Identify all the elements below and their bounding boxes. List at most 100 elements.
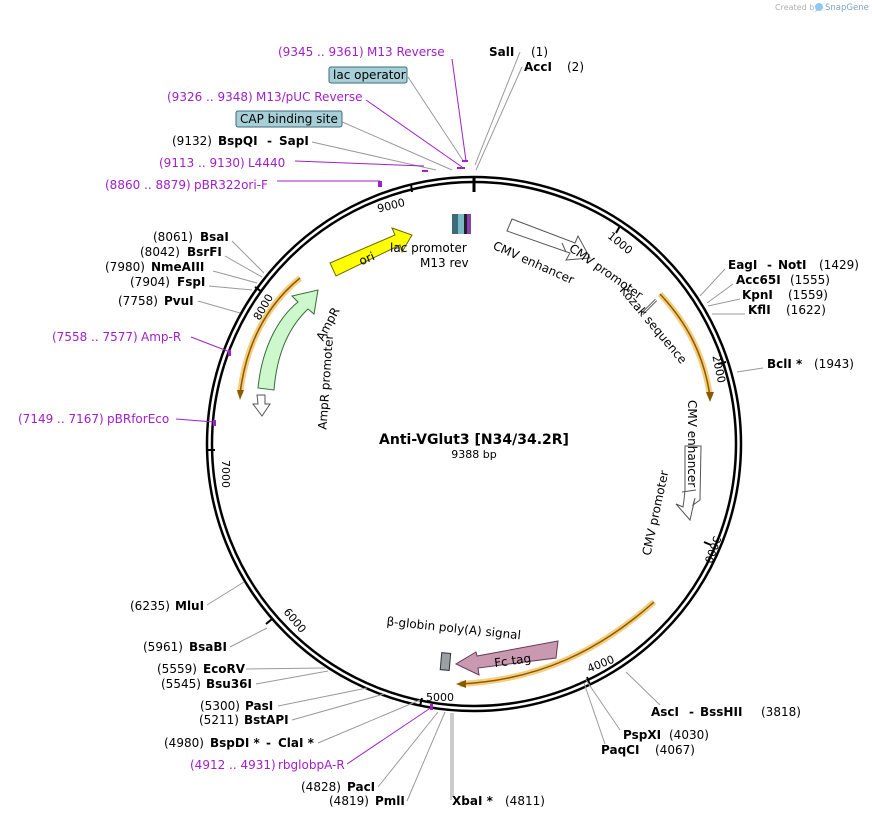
- cap-binding-site-label: CAP binding site: [240, 112, 338, 126]
- primer-name: pBRforEco: [107, 412, 169, 426]
- top-labels: (9345 .. 9361) M13 Reverse SalI (1) AccI…: [105, 45, 584, 192]
- leader-line: [291, 693, 385, 721]
- center-label: Anti-VGlut3 [N34/34.2R] 9388 bp: [379, 432, 569, 461]
- tick-label: 3000: [702, 534, 724, 565]
- site-name: PmlI: [375, 794, 405, 808]
- primer-name: L4440: [248, 156, 285, 170]
- site-pos: (8042): [140, 245, 180, 259]
- site-pos: (4811): [505, 794, 545, 808]
- cmv-promoter-label-2: CMV promoter: [640, 469, 672, 557]
- site-name: BstAPI: [244, 713, 289, 727]
- cmv-enhancer-arrow-2: [675, 445, 702, 522]
- site-pos: (9132): [172, 134, 212, 148]
- fc-tag-label: Fc tag: [493, 651, 532, 670]
- credit-text: Created by: [775, 3, 819, 12]
- tick-mark: [419, 697, 423, 707]
- leader-line: [197, 300, 241, 314]
- tick-mark: [410, 183, 413, 193]
- leader-line: [407, 76, 465, 163]
- site-pos: (4819): [329, 794, 369, 808]
- leader-line: [255, 670, 329, 685]
- tick-label: 7000: [219, 460, 232, 488]
- leader-line: [706, 283, 734, 304]
- plasmid-size: 9388 bp: [451, 448, 496, 461]
- top-leaders: [277, 51, 523, 187]
- lac-operator-box: [328, 66, 408, 84]
- site-pos: (7980): [105, 260, 145, 274]
- primer-mark: [457, 167, 465, 169]
- site-pos: (5545): [161, 677, 201, 691]
- site-name: BspQI: [218, 134, 258, 148]
- site-pos: (5559): [157, 662, 197, 676]
- primer-name: M13 Reverse: [367, 45, 445, 59]
- left-sites: (8061) BsaI (8042) BsrFI (7980) NmeAIII …: [18, 230, 265, 426]
- site-name: AccI: [524, 60, 552, 74]
- tick-mark: [265, 618, 273, 625]
- leader-line: [707, 298, 741, 307]
- primer-range: (9345 .. 9361): [278, 45, 364, 59]
- cmv-boundary: [561, 242, 567, 253]
- tick-label: 5000: [426, 691, 454, 704]
- leader-line: [212, 270, 258, 284]
- leader-line: [229, 627, 268, 648]
- site-name: Bsu36I: [206, 677, 252, 691]
- tick-mark: [615, 225, 621, 234]
- site-pos: (4828): [301, 780, 341, 794]
- site-name: Acc65I: [736, 273, 781, 287]
- leader-line: [474, 51, 521, 166]
- primer-leader: [365, 99, 463, 168]
- site-name: NmeAIII: [151, 260, 204, 274]
- leader-line: [208, 285, 253, 291]
- site-pos: (1622): [786, 303, 826, 317]
- cap-binding-site-box: [235, 110, 343, 128]
- snapgene-logo-icon: [815, 3, 823, 11]
- fc-tag-arrow: [454, 640, 559, 676]
- primer-leader: [190, 336, 231, 353]
- ampr-promoter-arrow: [252, 394, 271, 417]
- site-name: NotI: [778, 258, 807, 272]
- site-name: PspXI: [623, 728, 661, 742]
- tick-mark: [254, 286, 263, 293]
- ori-arrow: [329, 227, 413, 277]
- ampr-promoter-label: AmpR promoter: [315, 334, 336, 430]
- primer-mark: [422, 170, 428, 172]
- primer-mark: [228, 350, 231, 356]
- site-pos: (5961): [143, 640, 183, 654]
- site-name: KflI: [748, 303, 771, 317]
- leader-line: [277, 687, 368, 707]
- lac-operator-label: lac operator: [333, 68, 406, 82]
- site-name: BspDI *: [210, 736, 260, 750]
- plasmid-name: Anti-VGlut3 [N34/34.2R]: [379, 432, 569, 448]
- site-sep: -: [267, 134, 272, 148]
- leader-line: [625, 671, 661, 706]
- tick-mark: [586, 676, 591, 686]
- site-sep: -: [266, 736, 271, 750]
- leader-line: [377, 711, 439, 788]
- primer-mark: [462, 160, 468, 162]
- leader-line: [583, 682, 606, 745]
- site-name: PasI: [245, 699, 273, 713]
- site-name: BsaBI: [189, 640, 227, 654]
- site-pos: (6235): [130, 599, 170, 613]
- primer-range: (4912 .. 4931): [190, 758, 276, 772]
- primer-name: Amp-R: [141, 330, 181, 344]
- site-name: FspI: [177, 275, 205, 289]
- primer-name: rbglobpA-R: [278, 758, 345, 772]
- right-sites: EagI - NotI (1429) Acc65I (1555) KpnI (1…: [699, 258, 859, 373]
- primer-mark: [430, 704, 433, 710]
- site-pos: (7904): [130, 275, 170, 289]
- primer-leader: [451, 58, 467, 162]
- site-name: BsrFI: [187, 245, 222, 259]
- site-pos: (8061): [153, 230, 193, 244]
- leader-line: [585, 679, 621, 731]
- beta-globin-label: β-globin poly(A) signal: [386, 614, 522, 642]
- beta-globin-block: [439, 652, 452, 671]
- leader-line: [339, 120, 453, 171]
- primer-leader: [346, 706, 433, 765]
- leader-line: [406, 711, 446, 802]
- leader-line: [245, 667, 326, 670]
- ampr-arrow: [257, 289, 319, 391]
- ori-label: ori: [357, 249, 377, 268]
- site-pos: (1559): [788, 288, 828, 302]
